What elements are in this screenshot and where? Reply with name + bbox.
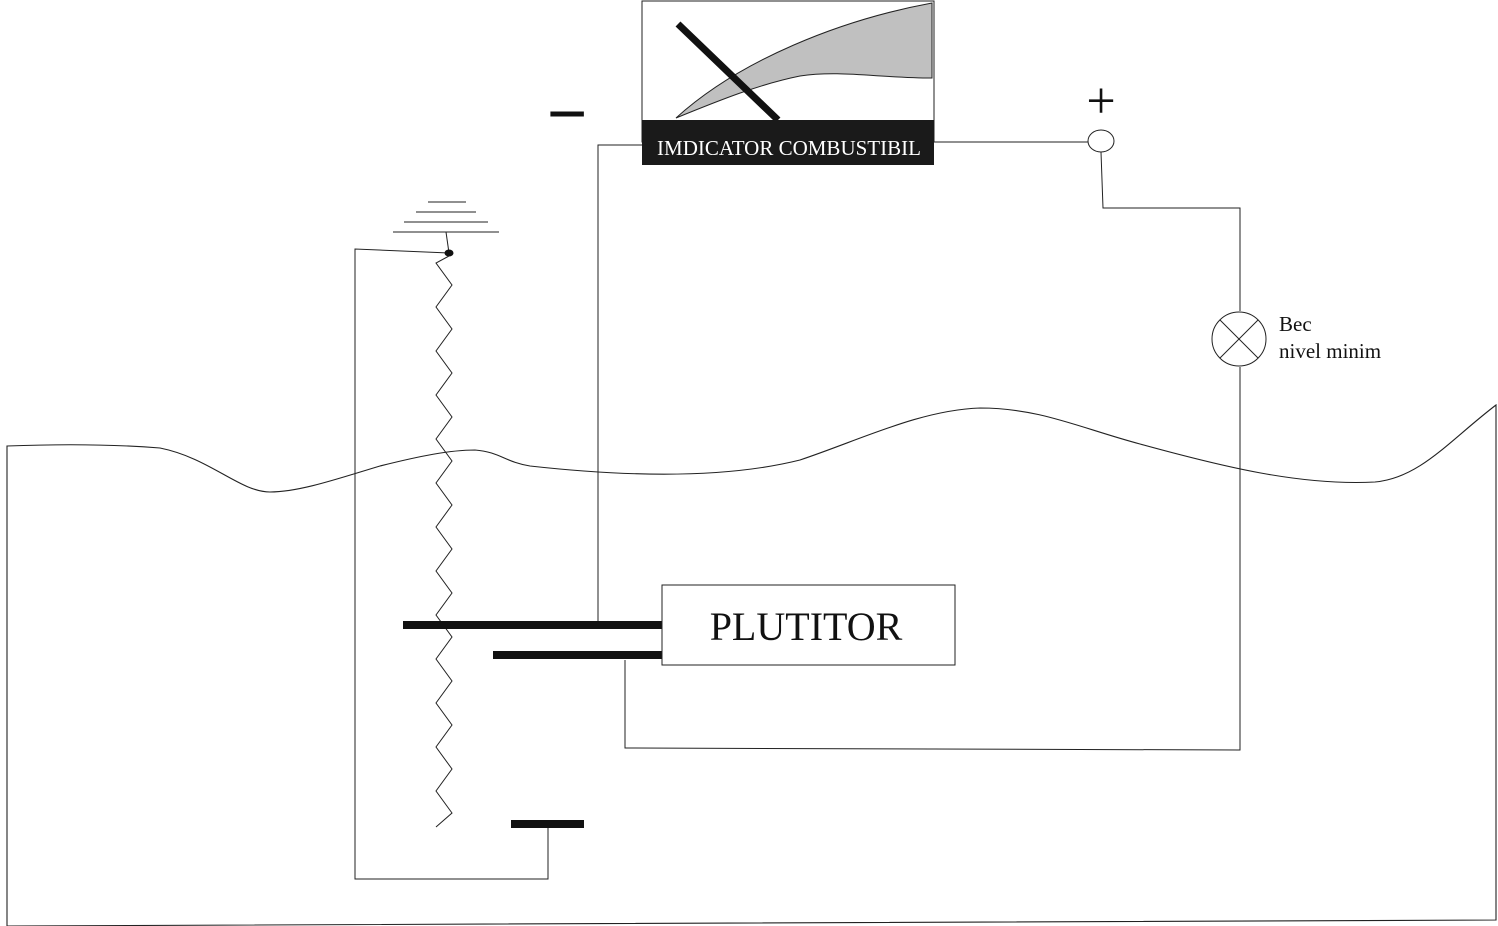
wire-ground-to-bottom-contact xyxy=(354,248,549,880)
ground-symbol xyxy=(393,201,499,233)
ground-stem xyxy=(445,231,450,254)
wire-gauge-to-slider xyxy=(597,144,642,622)
plus-terminal-symbol: + xyxy=(1086,73,1115,130)
ground-node xyxy=(444,249,454,257)
low-fuel-lamp xyxy=(1211,311,1267,367)
gauge-label: IMDICATOR COMBUSTIBIL xyxy=(657,136,921,160)
gauge-label-bar xyxy=(642,120,934,165)
wiring xyxy=(354,141,1241,880)
fuel-tank-outline xyxy=(6,403,1497,926)
float-box xyxy=(661,584,956,666)
lamp-label-line2: nivel minim xyxy=(1279,339,1381,363)
rheostat-resistor xyxy=(435,255,453,828)
positive-terminal xyxy=(1087,129,1115,153)
float-label: PLUTITOR xyxy=(710,604,903,649)
fuel-gauge: IMDICATOR COMBUSTIBIL xyxy=(641,0,935,165)
wire-lamp-to-float-contact xyxy=(624,367,1241,751)
minus-terminal-symbol: − xyxy=(546,74,587,154)
lamp-label-line1: Bec xyxy=(1279,312,1312,336)
wire-plus-to-lamp xyxy=(1100,151,1241,311)
gauge-needle xyxy=(675,21,781,123)
